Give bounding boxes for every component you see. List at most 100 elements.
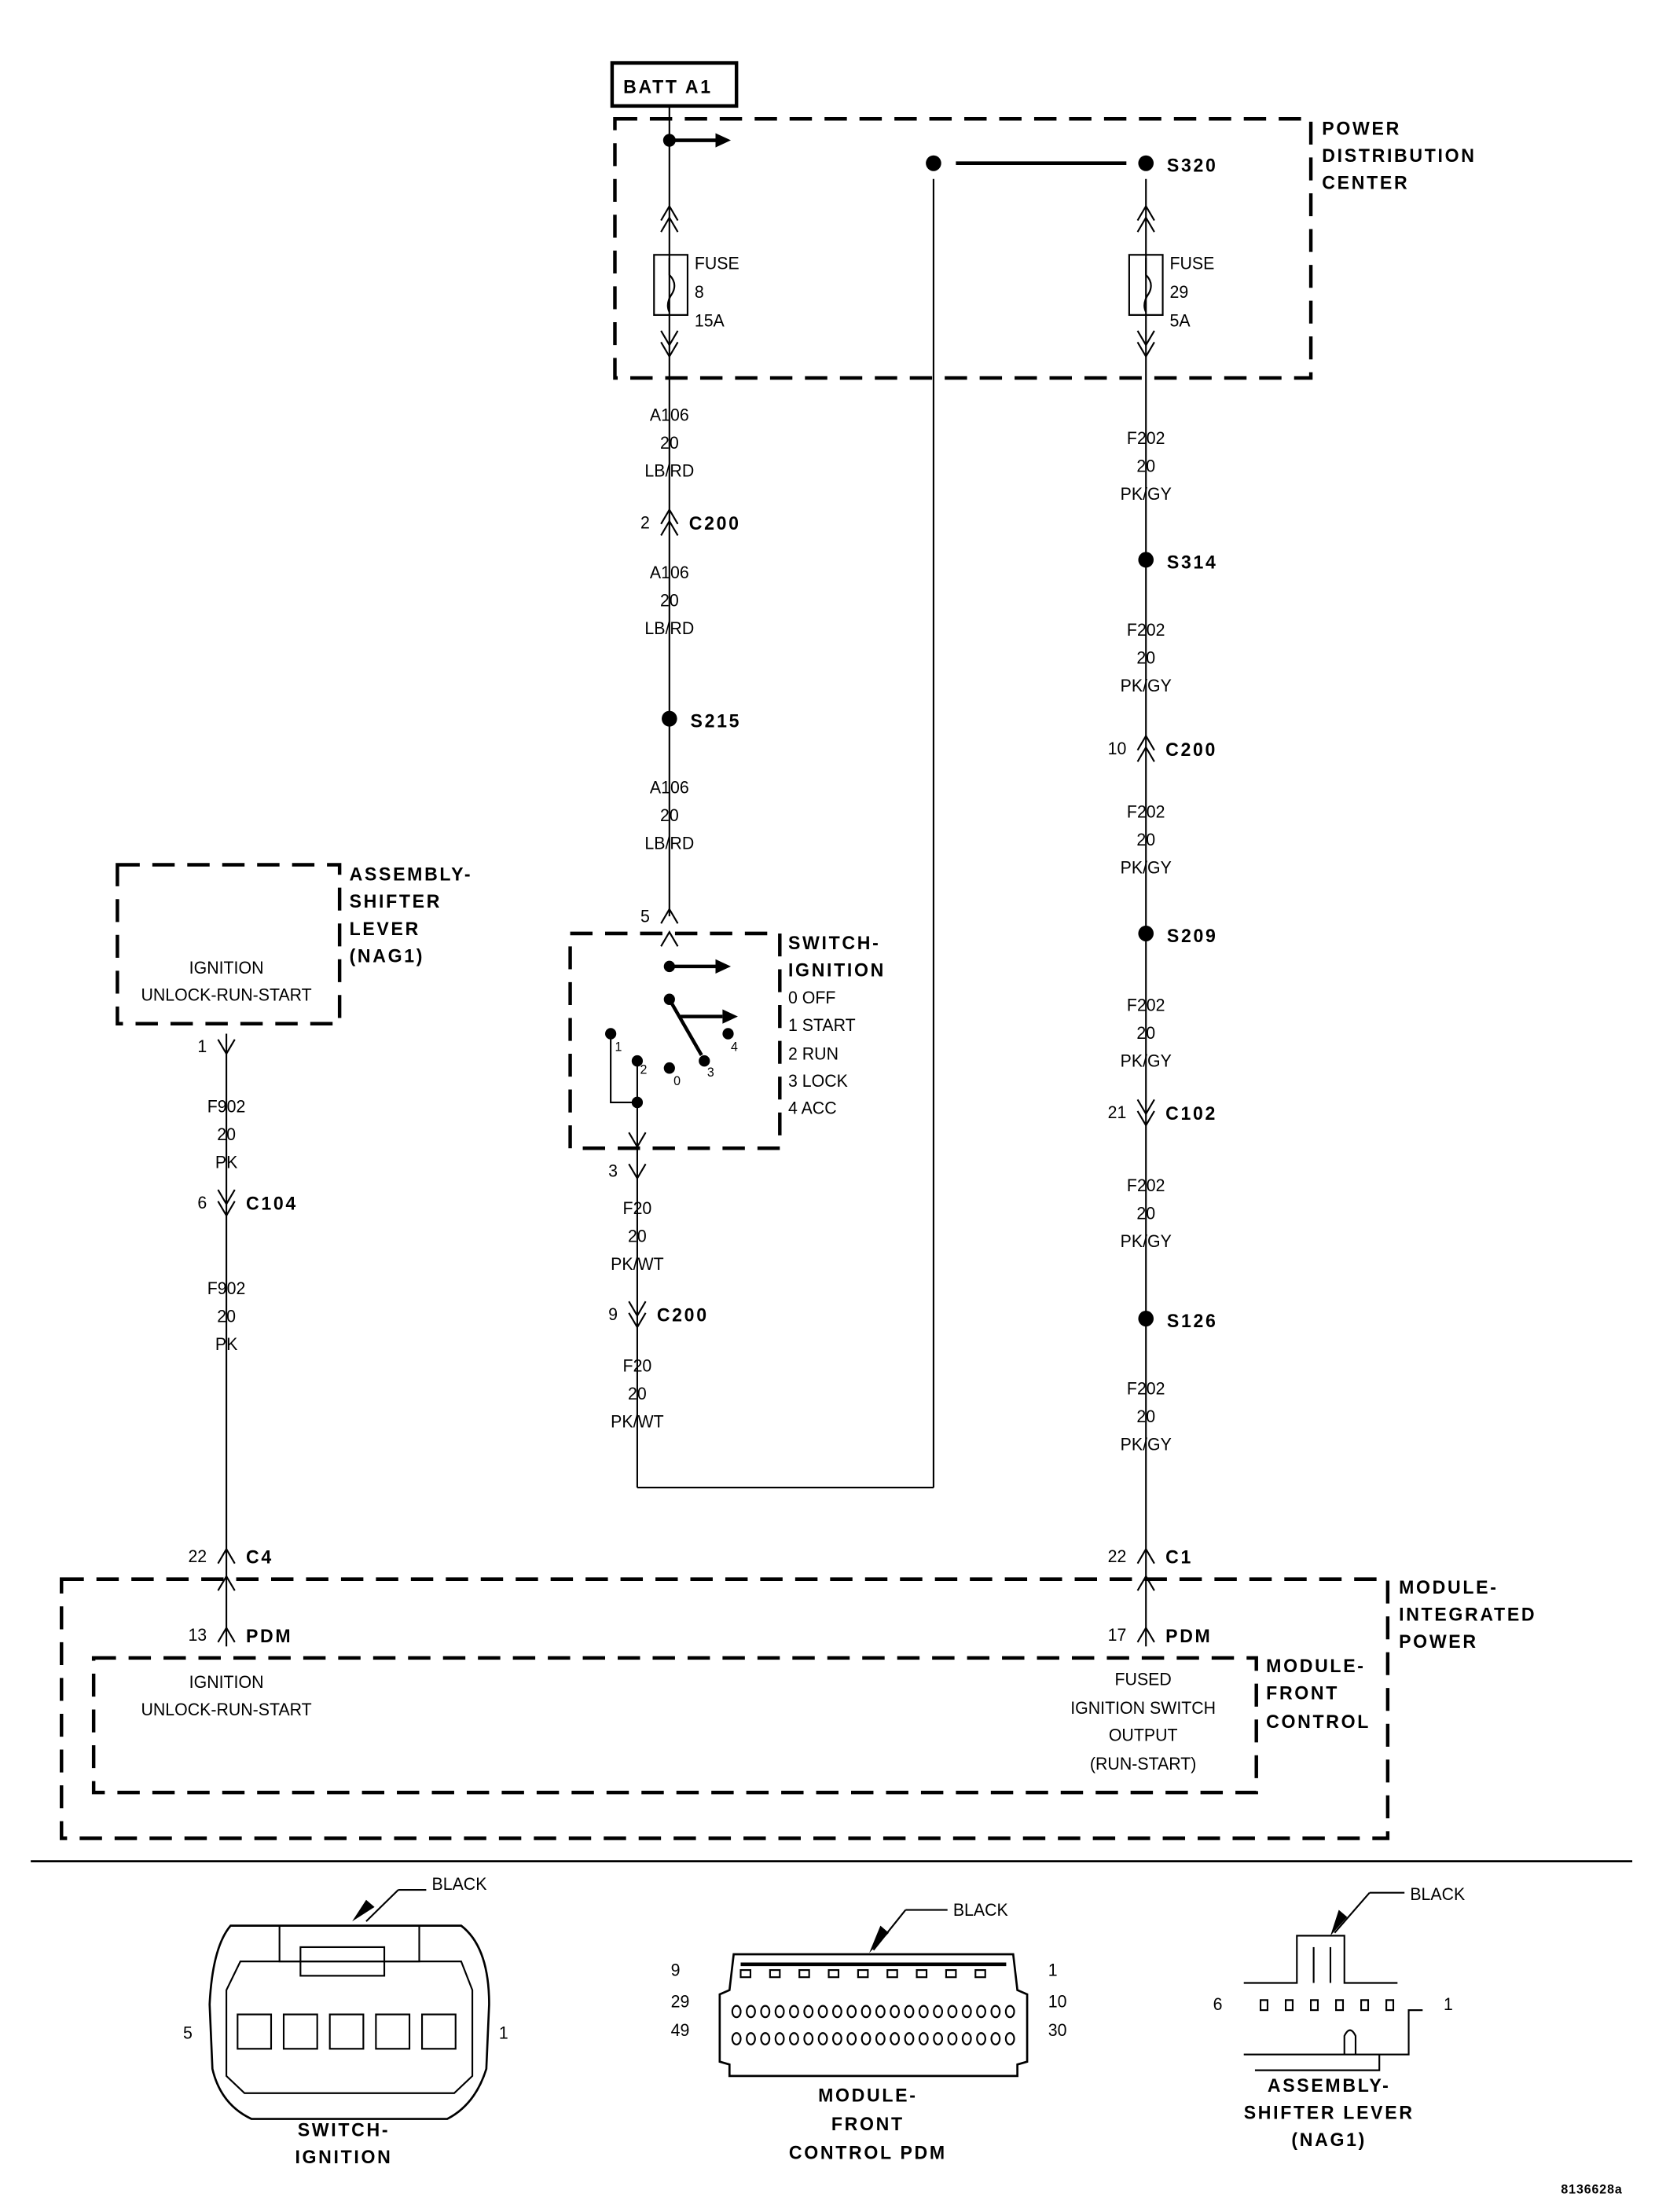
- connector-pin: 17: [1108, 1625, 1127, 1645]
- pin-cavity: [846, 2032, 857, 2045]
- pin-cavity: [827, 1968, 840, 1979]
- pin-number: 30: [1048, 2020, 1067, 2040]
- pin-cavity: [933, 2032, 944, 2045]
- fuse-element-icon: [666, 257, 676, 313]
- arrow-head-icon: [715, 133, 732, 148]
- connector-chevron-icon: [1136, 330, 1155, 347]
- fcm-function: IGNITION: [189, 1672, 264, 1692]
- circuit-label: 20: [660, 590, 679, 610]
- splice-label: S215: [690, 710, 741, 731]
- circuit-label: 20: [1136, 1023, 1155, 1043]
- connector-label: FRONT: [831, 2114, 905, 2134]
- connector-chevron-icon: [628, 1163, 647, 1180]
- fcm-connector-view: BLACK 9 29 49 1 10 30 MODULE- FRONT CONT…: [671, 1900, 1067, 2163]
- pin-cavity: [890, 2005, 901, 2019]
- connector-chevron-icon: [1136, 204, 1155, 222]
- circuit-label: PK/GY: [1121, 1231, 1172, 1251]
- connector-label: IGNITION: [295, 2147, 392, 2167]
- pin-cavity: [945, 1968, 957, 1979]
- fcm-box: [91, 1656, 1258, 1795]
- connector-color: BLACK: [1410, 1884, 1466, 1904]
- circuit-label: F902: [207, 1278, 246, 1298]
- switch-position: 1 START: [788, 1015, 856, 1035]
- shifter-connector-view: BLACK 6 1 ASSEMBLY- SHIFTER LEVER (NAG1): [1213, 1884, 1466, 2151]
- connector-chevron-icon: [628, 1312, 647, 1330]
- circuit-label: 20: [1136, 647, 1155, 667]
- pin-number: 6: [1213, 1994, 1223, 2014]
- contact-number: 4: [731, 1040, 738, 1054]
- splice-dot: [1138, 552, 1154, 568]
- connector-chevron-icon: [628, 1132, 647, 1149]
- pin-number: 29: [671, 1991, 690, 2011]
- battery-box: [610, 61, 739, 108]
- mip-box: [60, 1577, 1390, 1840]
- pin-cavity: [976, 2005, 986, 2019]
- switch-position: 4 ACC: [788, 1098, 837, 1117]
- pdc-label-line: DISTRIBUTION: [1322, 145, 1476, 166]
- pin-cavity: [961, 2005, 972, 2019]
- switch-connector-view: BLACK 5 1 SWITCH- IGNITION: [183, 1874, 508, 2167]
- pin-cavity: [886, 1968, 898, 1979]
- connector-chevron-icon: [217, 1574, 236, 1591]
- pin-cavity: [774, 2032, 785, 2045]
- pdc-box: [613, 116, 1313, 380]
- connector-pin: 1: [197, 1036, 207, 1056]
- circuit-label: 20: [660, 433, 679, 453]
- connector-pin: 3: [608, 1161, 618, 1180]
- connector-name: C104: [246, 1193, 298, 1213]
- pin-cavity: [746, 2005, 756, 2019]
- circuit-label: 20: [660, 805, 679, 825]
- contact-number: 2: [640, 1062, 647, 1077]
- circuit-label: 20: [1136, 456, 1155, 475]
- connector-chevron-icon: [1136, 215, 1155, 233]
- pin-cavity: [803, 2005, 814, 2019]
- fcm-function: IGNITION SWITCH: [1070, 1698, 1216, 1718]
- pin-cavity: [789, 2005, 799, 2019]
- switch-position: 2 RUN: [788, 1044, 838, 1063]
- circuit-label: A106: [650, 405, 689, 424]
- circuit-label: F902: [207, 1096, 246, 1116]
- connector-label: SWITCH-: [298, 2119, 391, 2140]
- splice-dot: [1138, 1311, 1154, 1327]
- fcm-function: FUSED: [1115, 1669, 1172, 1689]
- fcm-function: UNLOCK-RUN-START: [141, 1700, 311, 1719]
- connector-name: C102: [1165, 1103, 1217, 1124]
- circuit-label: F20: [623, 1198, 652, 1218]
- fcm-function: (RUN-START): [1090, 1754, 1196, 1774]
- fuse-element-icon: [1143, 257, 1152, 313]
- connector-label: (NAG1): [1291, 2129, 1367, 2150]
- circuit-label: F202: [1127, 1378, 1165, 1398]
- pdc-label-line: POWER: [1322, 118, 1401, 138]
- circuit-label: F202: [1127, 802, 1165, 821]
- mip-label: POWER: [1399, 1631, 1478, 1652]
- connector-chevron-icon: [660, 204, 679, 222]
- pin-cavity: [798, 1968, 810, 1979]
- splice-label: S209: [1167, 926, 1218, 946]
- fuse-label: FUSE: [1169, 253, 1214, 273]
- figure-id: 8136628a: [1561, 2182, 1622, 2196]
- pin-cavity: [861, 2032, 872, 2045]
- pin-cavity: [890, 2032, 901, 2045]
- circuit-label: PK: [215, 1153, 238, 1172]
- pdc-label-line: CENTER: [1322, 172, 1409, 193]
- connector-chevron-icon: [1136, 745, 1155, 762]
- circuit-label: 20: [628, 1226, 647, 1245]
- connector-pin: 10: [1108, 739, 1127, 758]
- pin-cavity: [789, 2032, 799, 2045]
- connector-chevron-icon: [660, 330, 679, 347]
- circuit-label: F20: [623, 1355, 652, 1375]
- fcm-function: OUTPUT: [1109, 1725, 1178, 1744]
- connector-chevron-icon: [217, 1201, 236, 1218]
- pin-cavity: [904, 2032, 915, 2045]
- connector-chevron-icon: [217, 1189, 236, 1206]
- contact-number: 3: [707, 1066, 714, 1080]
- splice-dot: [662, 710, 677, 727]
- connector-chevron-icon: [1136, 734, 1155, 751]
- connector-chevron-icon: [217, 1626, 236, 1643]
- connector-name: C1: [1165, 1546, 1193, 1567]
- splice-label: S314: [1167, 552, 1218, 572]
- circuit-label: F202: [1127, 428, 1165, 448]
- pin-cavity: [904, 2005, 915, 2019]
- pin-cavity: [990, 2032, 1001, 2045]
